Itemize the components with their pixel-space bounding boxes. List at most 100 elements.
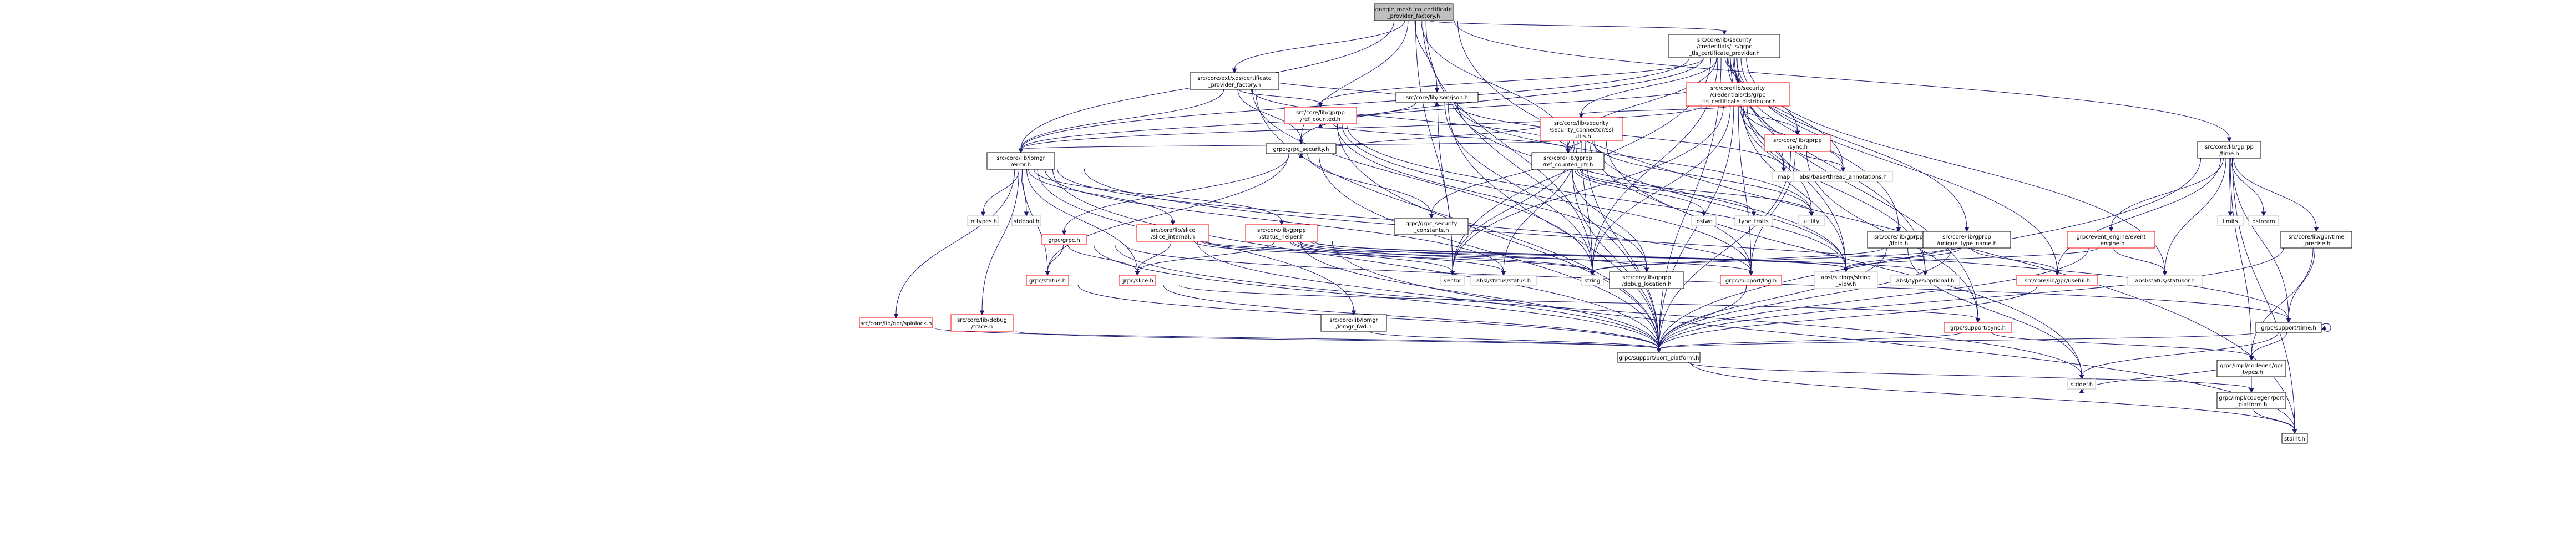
dependency-edge	[1307, 153, 1434, 219]
dependency-edge	[1843, 247, 2098, 273]
node-label-line: absl/status/status.h	[1476, 278, 1531, 284]
header-node-gprpp-time[interactable]: src/core/lib/gprpp/time.h	[2197, 141, 2261, 159]
node-label-line: absl/base/thread_annotations.h	[1799, 174, 1887, 180]
node-box	[1617, 352, 1701, 363]
node-label-line: /sync.h	[1788, 144, 1808, 150]
node-label-line: src/core/lib/gprpp	[1874, 234, 1923, 240]
header-node-time-precise[interactable]: src/core/lib/gpr/time_precise.h	[2280, 231, 2352, 249]
header-node-event-engine[interactable]: grpc/event_engine/event_engine.h	[2067, 231, 2155, 249]
header-node-inttypes: inttypes.h	[967, 215, 999, 226]
dependency-edge	[2321, 323, 2331, 332]
node-label-line: vector	[1444, 278, 1462, 284]
header-node-gprpp-sync[interactable]: src/core/lib/gprpp/sync.h	[1764, 134, 1831, 152]
header-node-debug-trace[interactable]: src/core/lib/debug/trace.h	[950, 314, 1014, 332]
node-label-line: src/core/lib/debug	[957, 317, 1007, 323]
node-box	[2255, 322, 2322, 333]
header-node-port-platform[interactable]: grpc/support/port_platform.h	[1617, 352, 1701, 363]
header-node-debug-location[interactable]: src/core/lib/gprpp/debug_location.h	[1609, 271, 1684, 289]
header-node-spinlock[interactable]: src/core/lib/gpr/spinlock.h	[859, 317, 933, 328]
node-box	[2217, 215, 2244, 226]
header-node-root[interactable]: google_mesh_ca_certificate_provider_fact…	[1374, 3, 1454, 21]
header-node-support-time[interactable]: grpc/support/time.h	[2255, 322, 2322, 333]
node-label-line: src/core/lib/gprpp	[1773, 138, 1822, 144]
node-label-line: _precise.h	[2302, 241, 2331, 247]
dependency-edge	[1656, 105, 1734, 353]
header-node-error[interactable]: src/core/lib/iomgr/error.h	[986, 152, 1055, 170]
node-box	[2067, 378, 2096, 390]
header-node-slice-internal[interactable]: src/core/lib/slice/slice_internal.h	[1136, 224, 1209, 242]
dependency-edge	[1298, 57, 1704, 145]
header-node-ref-counted-ptr[interactable]: src/core/lib/gprpp/ref_counted_ptr.h	[1531, 152, 1605, 170]
node-label-line: iosfwd	[1695, 219, 1713, 225]
node-box	[2127, 275, 2203, 286]
node-label-line: absl/strings/string	[1821, 275, 1871, 281]
node-label-line: stdint.h	[2284, 436, 2305, 442]
header-node-status-h[interactable]: grpc/status.h	[1026, 275, 1069, 286]
node-box	[859, 317, 933, 328]
header-node-tls-cert-distributor[interactable]: src/core/lib/security/credentials/tls/gr…	[1686, 82, 1790, 107]
node-label-line: ostream	[2252, 219, 2275, 225]
header-node-support-log[interactable]: grpc/support/log.h	[1720, 275, 1782, 286]
dependency-edge	[1971, 247, 2060, 276]
node-box	[1374, 3, 1454, 21]
node-label-line: src/core/lib/gprpp	[1257, 227, 1306, 234]
header-node-sec-connector-utils[interactable]: src/core/lib/security/security_connector…	[1540, 117, 1623, 141]
node-box	[1440, 275, 1465, 286]
node-box	[2067, 231, 2155, 249]
header-node-gprpp-fold[interactable]: src/core/lib/gprpp/ifold.h	[1867, 231, 1930, 249]
node-box	[2248, 215, 2279, 226]
node-label-line: grpc/impl/codegen/gpr	[2220, 363, 2284, 369]
node-label-line: /security_connector/ssl	[1550, 127, 1613, 133]
header-node-string: string	[1581, 275, 1604, 286]
node-label-line: absl/types/optional.h	[1896, 278, 1955, 284]
header-node-ref-counted[interactable]: src/core/lib/gprpp/ref_counted.h	[1284, 107, 1357, 124]
header-node-codegen-port-platform[interactable]: grpc/impl/codegen/port_platform.h	[2216, 392, 2286, 409]
header-node-grpc-security-constants[interactable]: grpc/grpc_security_constants.h	[1394, 218, 1469, 235]
header-node-iomgr-fwd[interactable]: src/core/lib/iomgr/iomgr_fwd.h	[1320, 314, 1387, 332]
node-box	[2280, 231, 2352, 249]
node-label-line: /ref_counted_ptr.h	[1543, 162, 1593, 168]
node-label-line: grpc/event_engine/event	[2076, 234, 2145, 240]
dependency-edge	[1656, 158, 2202, 353]
header-node-status-helper[interactable]: src/core/lib/gprpp/status_helper.h	[1245, 224, 1318, 242]
node-label-line: src/core/lib/gpr/spinlock.h	[861, 321, 932, 327]
header-node-support-sync[interactable]: grpc/support/sync.h	[1944, 322, 2012, 333]
node-label-line: src/core/lib/security	[1554, 120, 1608, 127]
header-node-unique-type-name[interactable]: src/core/lib/gprpp/unique_type_name.h	[1922, 231, 2011, 249]
node-box	[1922, 231, 2011, 249]
node-label-line: grpc/support/sync.h	[1950, 325, 2006, 331]
header-node-grpc-security[interactable]: grpc/grpc_security.h	[1266, 143, 1337, 154]
node-box	[1814, 271, 1878, 289]
header-node-slice-h[interactable]: grpc/slice.h	[1119, 275, 1156, 286]
node-layer: google_mesh_ca_certificate_provider_fact…	[859, 3, 2352, 444]
header-node-stdint[interactable]: stdint.h	[2281, 433, 2308, 444]
node-label-line: src/core/lib/slice	[1151, 227, 1196, 234]
header-node-tls-cert-provider[interactable]: src/core/lib/security/credentials/tls/gr…	[1668, 34, 1780, 58]
header-node-gpr-types[interactable]: grpc/impl/codegen/gpr_types.h	[2216, 360, 2286, 377]
dependency-edge	[2233, 158, 2319, 232]
header-node-xds-cert-factory[interactable]: src/core/ext/xds/certificate_provider_fa…	[1190, 72, 1279, 90]
header-node-ostream: ostream	[2248, 215, 2279, 226]
dependency-edge	[1457, 102, 1849, 273]
header-node-grpc-h[interactable]: grpc/grpc.h	[1041, 234, 1087, 245]
node-box	[1136, 224, 1209, 242]
dependency-edge	[1318, 57, 1705, 108]
header-node-statusor: absl/status/statusor.h	[2127, 275, 2203, 286]
dependency-edge	[1656, 285, 1747, 353]
header-node-stdbool: stdbool.h	[1011, 215, 1041, 226]
dependency-edge	[1028, 169, 1176, 226]
node-label-line: absl/status/statusor.h	[2135, 278, 2195, 284]
node-label-line: /credentials/tls/grpc	[1697, 44, 1752, 50]
header-node-thread-annotations: absl/base/thread_annotations.h	[1793, 171, 1893, 182]
node-label-line: grpc/impl/codegen/port	[2219, 395, 2284, 401]
dependency-edge	[2108, 158, 2224, 232]
node-label-line: /ref_counted.h	[1300, 117, 1340, 123]
header-node-useful[interactable]: src/core/lib/gpr/useful.h	[2016, 275, 2098, 286]
node-label-line: /slice_internal.h	[1151, 234, 1195, 240]
dependency-edge	[1238, 89, 1323, 108]
dependency-edge	[2079, 332, 2279, 380]
header-node-json[interactable]: src/core/lib/json/json.h	[1395, 92, 1479, 103]
node-box	[1266, 143, 1337, 154]
node-label-line: _provider_factory.h	[1387, 13, 1440, 19]
